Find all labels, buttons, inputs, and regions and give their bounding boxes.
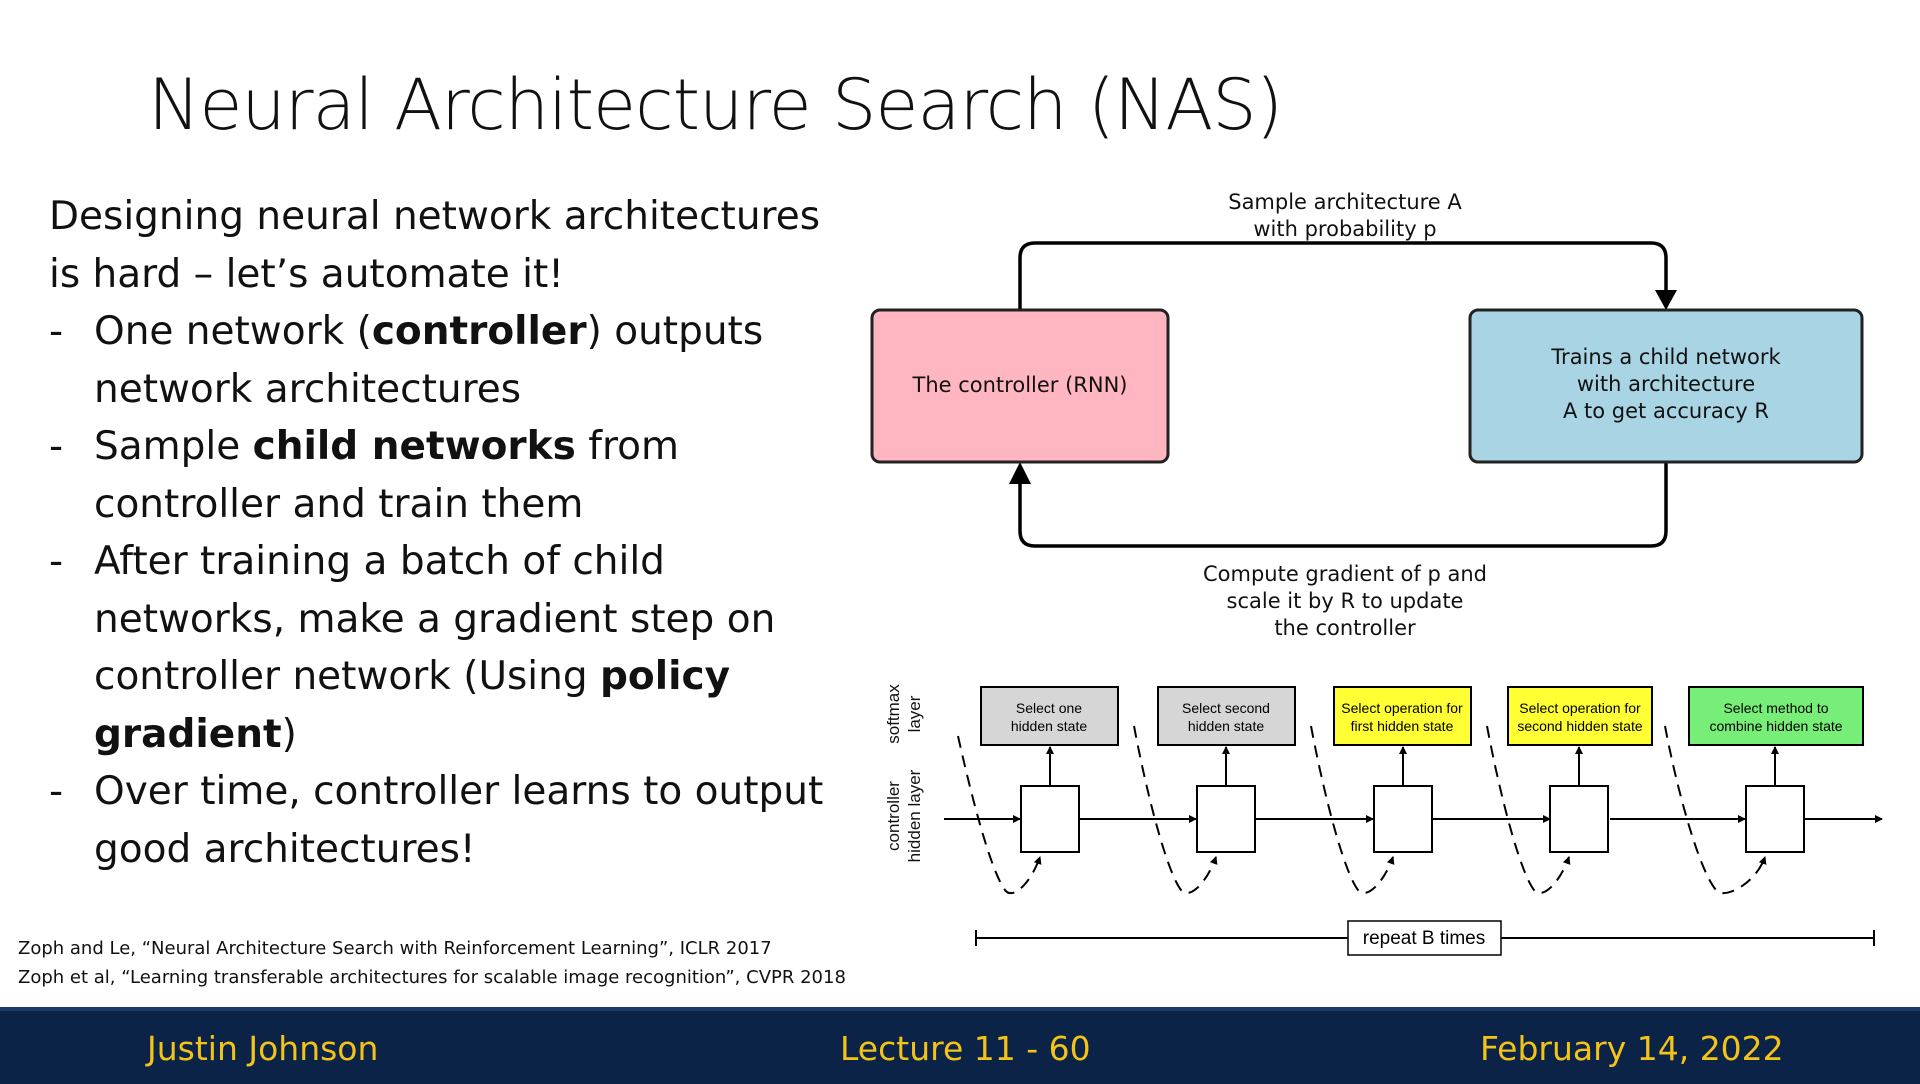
bullet-dash: - <box>49 424 64 469</box>
sample-arrow-head <box>1655 290 1677 310</box>
softmax-output-label: second hidden state <box>1517 718 1643 734</box>
softmax-output-label: Select operation for <box>1519 700 1641 716</box>
bullet-dash: - <box>49 539 64 584</box>
bullet-text: from <box>575 424 679 469</box>
softmax-layer-label: layer <box>905 695 924 732</box>
rnn-step: Select operation for first hidden state <box>1310 686 1472 895</box>
hidden-cell <box>1373 785 1433 853</box>
bullet-text: networks, make a gradient step on <box>94 596 776 642</box>
bullet-text: Over time, controller learns to output <box>94 769 824 814</box>
rnn-step: Select operation for second hidden state <box>1486 686 1653 895</box>
bullet-text: After training a batch of child <box>94 539 665 584</box>
bullet-text: Sample <box>94 424 253 469</box>
softmax-output-label: Select one <box>1016 700 1082 716</box>
softmax-output-box <box>1688 686 1864 746</box>
bullet-dash: - <box>49 309 64 354</box>
hidden-cell <box>1196 785 1256 853</box>
update-arrow-head <box>1009 462 1031 484</box>
intro-line: Designing neural network architectures <box>49 194 821 239</box>
bullet-bold-text: child networks <box>252 424 576 469</box>
hidden-layer-label: controller <box>884 781 903 851</box>
bullet-item: - After training a batch of child networ… <box>49 533 849 763</box>
slide-title: Neural Architecture Search (NAS) <box>148 64 1283 146</box>
controller-loop-diagram: The controller (RNN) Trains a child netw… <box>870 190 1864 640</box>
sample-label: with probability p <box>1253 217 1436 241</box>
bullet-bold-text: policy <box>600 654 731 699</box>
repeat-label-box <box>1347 920 1502 956</box>
citation-line: Zoph et al, “Learning transferable archi… <box>18 967 846 988</box>
child-network-box <box>1468 308 1864 464</box>
feedback-dashed-arrow <box>1486 725 1571 895</box>
slide-body: Designing neural network architectures i… <box>49 188 849 878</box>
softmax-output-box <box>1333 686 1472 746</box>
hidden-cell <box>1549 785 1609 853</box>
softmax-output-box <box>1507 686 1653 746</box>
softmax-output-box <box>980 686 1119 746</box>
bullet-text: network architectures <box>94 366 522 412</box>
bullet-bold-text: controller <box>371 309 587 354</box>
softmax-output-label: first hidden state <box>1351 718 1454 734</box>
softmax-output-label: combine hidden state <box>1709 718 1842 734</box>
rnn-unrolled-diagram: softmax layer controller hidden layer Se… <box>884 684 1883 956</box>
hidden-layer-label: hidden layer <box>905 769 924 862</box>
update-label: the controller <box>1274 616 1416 640</box>
softmax-output-label: hidden state <box>1011 718 1087 734</box>
citations: Zoph and Le, “Neural Architecture Search… <box>18 934 846 992</box>
rnn-step: Select second hidden state <box>1133 686 1296 895</box>
update-label: Compute gradient of p and <box>1203 562 1487 586</box>
sample-label: Sample architecture A <box>1228 190 1462 214</box>
controller-box <box>870 308 1170 464</box>
bullet-text: good architectures! <box>94 826 476 872</box>
repeat-label: repeat B times <box>1363 928 1486 949</box>
slide-footer: Justin Johnson Lecture 11 - 60 February … <box>0 1007 1920 1084</box>
footer-date: February 14, 2022 <box>1480 1029 1784 1068</box>
softmax-output-label: Select operation for <box>1341 700 1463 716</box>
child-network-label: Trains a child network <box>1550 345 1781 369</box>
citation-line: Zoph and Le, “Neural Architecture Search… <box>18 938 772 959</box>
rnn-step: Select method to combine hidden state <box>1664 686 1864 895</box>
bullet-text: ) <box>281 711 297 757</box>
footer-lecture: Lecture 11 - 60 <box>840 1029 1091 1068</box>
intro-line: is hard – let’s automate it! <box>49 251 564 297</box>
rnn-step: Select one hidden state <box>957 686 1119 895</box>
feedback-dashed-arrow <box>957 735 1042 895</box>
feedback-dashed-arrow <box>1310 725 1395 895</box>
bullet-item: - Sample child networks from controller … <box>49 418 849 533</box>
controller-label: The controller (RNN) <box>912 373 1128 397</box>
update-label: scale it by R to update <box>1227 589 1464 613</box>
bullet-text: controller and train them <box>94 481 584 527</box>
softmax-layer-label: softmax <box>884 684 903 744</box>
softmax-output-label: Select second <box>1182 700 1270 716</box>
softmax-output-label: Select method to <box>1723 700 1828 716</box>
hidden-cell <box>1745 785 1805 853</box>
bullet-text: ) outputs <box>586 309 764 354</box>
bullet-item: - Over time, controller learns to output… <box>49 763 849 878</box>
bullet-text: controller network (Using <box>94 654 601 699</box>
hidden-cell <box>1020 785 1080 853</box>
bullet-item: - One network (controller) outputs netwo… <box>49 303 849 418</box>
update-arrow <box>1018 462 1668 548</box>
bullet-dash: - <box>49 769 64 814</box>
softmax-output-box <box>1157 686 1296 746</box>
feedback-dashed-arrow <box>1133 725 1218 895</box>
footer-author: Justin Johnson <box>147 1029 379 1068</box>
bullet-bold-text: gradient <box>94 711 282 757</box>
feedback-dashed-arrow <box>1664 725 1767 895</box>
bullet-text: One network ( <box>94 309 372 354</box>
softmax-output-label: hidden state <box>1188 718 1264 734</box>
child-network-label: with architecture <box>1577 372 1755 396</box>
sample-arrow <box>1018 241 1668 310</box>
child-network-label: A to get accuracy R <box>1563 399 1769 423</box>
